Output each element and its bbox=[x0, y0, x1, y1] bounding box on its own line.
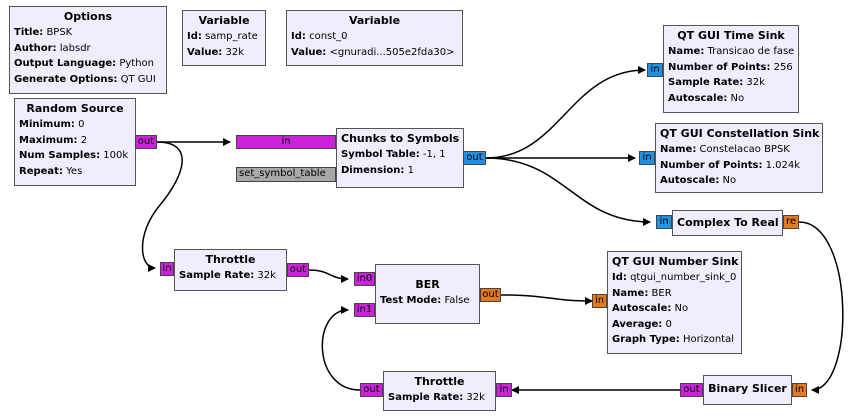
param-row: Minimum: 0 bbox=[19, 119, 85, 130]
options-block[interactable]: Options Title: BPSK Author: labsdr Outpu… bbox=[9, 6, 167, 94]
block-title: Complex To Real bbox=[677, 216, 779, 229]
param-row: Number of Points: 256 bbox=[668, 61, 793, 73]
param-row: Num Samples: 100k bbox=[19, 150, 129, 161]
param-row: Name: Transicao de fase bbox=[668, 46, 795, 57]
param-row: Value: 32k bbox=[187, 46, 244, 58]
block-title: Options bbox=[63, 10, 113, 23]
chunks-out-port[interactable]: out bbox=[463, 151, 486, 165]
complex-to-real-re-port[interactable]: re bbox=[783, 215, 799, 229]
number-sink-in-port[interactable]: in bbox=[592, 294, 607, 308]
throttle-bottom-out-port[interactable]: out bbox=[360, 383, 383, 397]
param-row: Maximum: 2 bbox=[19, 134, 88, 146]
block-title: QT GUI Number Sink bbox=[612, 255, 739, 268]
block-title: Chunks to Symbols bbox=[341, 132, 460, 145]
param-row: Author: labsdr bbox=[14, 42, 91, 54]
qt-gui-time-sink-block[interactable]: QT GUI Time Sink Name: Transicao de fase… bbox=[663, 25, 799, 113]
wire-chunks-to-time-sink[interactable] bbox=[485, 66, 646, 159]
throttle-block-bottom[interactable]: Throttle Sample Rate: 32k bbox=[383, 371, 496, 411]
time-sink-in-port[interactable]: in bbox=[647, 63, 663, 77]
param-row: Sample Rate: 32k bbox=[388, 392, 485, 403]
param-row: Sample Rate: 32k bbox=[668, 77, 765, 88]
binary-slicer-out-port[interactable]: out bbox=[680, 383, 703, 397]
ber-block[interactable]: BER Test Mode: False bbox=[375, 264, 480, 324]
chunks-to-symbols-block[interactable]: Chunks to Symbols Symbol Table: -1, 1 Di… bbox=[336, 128, 464, 188]
param-row: Average: 0 bbox=[612, 318, 672, 330]
variable-samp-rate-block[interactable]: Variable Id: samp_rate Value: 32k bbox=[182, 10, 266, 66]
qt-gui-constellation-sink-block[interactable]: QT GUI Constellation Sink Name: Constela… bbox=[655, 123, 823, 193]
param-row: Value: <gnuradi...505e2fda30> bbox=[291, 46, 455, 58]
param-row: Name: Constelacao BPSK bbox=[660, 144, 790, 155]
wire-throttle1-to-ber[interactable] bbox=[308, 269, 349, 283]
block-title: Random Source bbox=[26, 102, 124, 115]
wire-throttle2-to-ber[interactable] bbox=[321, 306, 361, 391]
param-row: Test Mode: False bbox=[380, 295, 470, 306]
param-row: Symbol Table: -1, 1 bbox=[341, 149, 446, 160]
param-row: Id: samp_rate bbox=[187, 31, 258, 42]
block-title: BER bbox=[415, 278, 440, 291]
qt-gui-number-sink-block[interactable]: QT GUI Number Sink Id: qtgui_number_sink… bbox=[607, 251, 742, 354]
ber-in1-port[interactable]: in1 bbox=[354, 303, 375, 317]
block-title: Throttle bbox=[205, 253, 256, 266]
block-title: Variable bbox=[348, 14, 401, 27]
param-row: Sample Rate: 32k bbox=[179, 270, 276, 281]
param-row: Name: BER bbox=[612, 287, 672, 299]
constellation-sink-in-port[interactable]: in bbox=[639, 151, 655, 165]
block-title: Variable bbox=[198, 14, 250, 27]
param-row: Dimension: 1 bbox=[341, 164, 414, 176]
param-row: Autoscale: No bbox=[660, 175, 737, 186]
param-row: Output Language: Python bbox=[14, 58, 155, 69]
ber-in0-port[interactable]: in0 bbox=[354, 272, 375, 286]
chunks-in-port[interactable]: in bbox=[236, 135, 336, 149]
wire-c2r-to-slicer[interactable] bbox=[798, 221, 844, 394]
random-source-block[interactable]: Random Source Minimum: 0 Maximum: 2 Num … bbox=[14, 98, 136, 186]
block-title: Binary Slicer bbox=[708, 382, 787, 395]
param-row: Graph Type: Horizontal bbox=[612, 334, 734, 345]
wire-random-to-throttle[interactable] bbox=[141, 141, 183, 272]
ber-out-port[interactable]: out bbox=[480, 288, 501, 302]
throttle-top-out-port[interactable]: out bbox=[287, 263, 309, 277]
param-row: Number of Points: 1.024k bbox=[660, 159, 801, 171]
complex-to-real-in-port[interactable]: in bbox=[656, 215, 672, 229]
block-title: QT GUI Constellation Sink bbox=[660, 127, 820, 140]
param-row: Repeat: Yes bbox=[19, 165, 83, 177]
param-row: Id: qtgui_number_sink_0 bbox=[612, 272, 737, 283]
binary-slicer-block[interactable]: Binary Slicer bbox=[703, 375, 792, 405]
block-title: Throttle bbox=[414, 375, 465, 388]
wire-ber-to-number-sink[interactable] bbox=[500, 294, 593, 305]
param-row: Title: BPSK bbox=[14, 27, 73, 38]
random-source-out-port[interactable]: out bbox=[135, 135, 157, 149]
param-row: Autoscale: No bbox=[668, 92, 745, 104]
block-title: QT GUI Time Sink bbox=[677, 29, 785, 42]
complex-to-real-block[interactable]: Complex To Real bbox=[672, 210, 783, 236]
throttle-block-top[interactable]: Throttle Sample Rate: 32k bbox=[174, 249, 287, 291]
throttle-bottom-in-port[interactable]: in bbox=[496, 383, 512, 397]
binary-slicer-in-port[interactable]: in bbox=[792, 383, 807, 397]
param-row: Generate Options: QT GUI bbox=[14, 73, 156, 85]
param-row: Id: const_0 bbox=[291, 31, 348, 42]
wire-chunks-to-c2r[interactable] bbox=[485, 157, 651, 226]
variable-const-block[interactable]: Variable Id: const_0 Value: <gnuradi...5… bbox=[286, 10, 463, 66]
throttle-top-in-port[interactable]: in bbox=[160, 262, 174, 276]
param-row: Autoscale: No bbox=[612, 303, 689, 314]
chunks-set-symbol-table-port[interactable]: set_symbol_table bbox=[236, 167, 336, 182]
